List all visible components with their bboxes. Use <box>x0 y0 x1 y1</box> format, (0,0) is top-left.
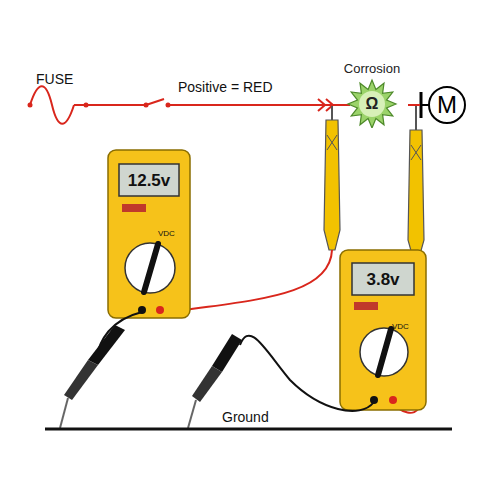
meter-logo <box>354 302 378 310</box>
multimeter: 3.8vVDC <box>340 250 426 410</box>
corrosion-label: Corrosion <box>344 62 400 75</box>
test-probe <box>88 325 125 365</box>
current-chevrons <box>318 99 333 111</box>
component-label: FUSE <box>36 72 73 86</box>
multimeter: 12.5vVDC <box>108 150 190 318</box>
wire-label: Positive = RED <box>178 80 273 94</box>
corrosion-burst <box>348 80 396 128</box>
test-probe <box>192 366 222 402</box>
probe-grip <box>327 135 337 150</box>
corrosion-core <box>359 91 385 117</box>
wire <box>408 104 420 106</box>
meter-display <box>352 263 414 295</box>
dial-mode-label: VDC <box>392 323 409 331</box>
test-probe <box>64 360 98 400</box>
meter-reading: 12.5v <box>128 172 171 189</box>
dial-pointer <box>378 329 391 375</box>
selector-dial <box>360 328 408 376</box>
test-lead <box>240 336 374 411</box>
test-probe <box>212 334 242 372</box>
probe-grip <box>411 145 421 160</box>
motor-letter: M <box>437 93 457 117</box>
test-probe <box>408 130 424 258</box>
wire <box>74 104 86 106</box>
fuse-symbol <box>30 86 74 124</box>
fuse-terminal <box>28 103 33 108</box>
meter-display <box>119 164 179 196</box>
multimeter-body <box>108 150 190 318</box>
switch-symbol <box>146 99 164 105</box>
meter-reading: 3.8v <box>366 271 399 288</box>
meter-logo <box>122 204 146 212</box>
probe-tip <box>60 398 68 428</box>
ground-label: Ground <box>222 410 269 424</box>
resistance-symbol: Ω <box>366 96 379 112</box>
wire <box>86 104 145 106</box>
selector-dial <box>125 243 175 293</box>
wire-connector <box>408 105 420 106</box>
test-probe <box>324 120 340 250</box>
dial-mode-label: VDC <box>158 230 175 238</box>
probe-tip <box>188 400 196 428</box>
motor-symbol: M <box>428 86 466 124</box>
probe-tip <box>331 106 333 120</box>
volt-terminal <box>156 306 164 314</box>
switch-terminal <box>144 103 149 108</box>
volt-terminal <box>389 396 397 404</box>
dial-pointer <box>144 244 158 292</box>
ground-line <box>45 428 452 431</box>
corrosion-star: CorrosionΩ <box>336 60 408 128</box>
multimeter-body <box>340 250 426 410</box>
probe-tip <box>415 106 417 130</box>
